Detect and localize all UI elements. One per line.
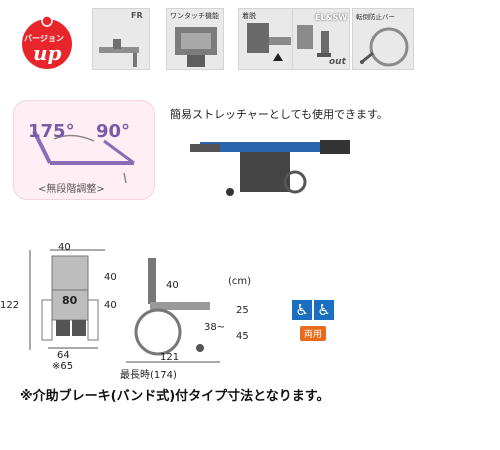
front-seat-mark: 80 (62, 294, 78, 307)
accessible-label: 両用 (300, 326, 327, 341)
front-bottom-alt: ※65 (52, 361, 74, 372)
caregiver-wheelchair-icon: ♿ (314, 300, 334, 320)
side-unit: (cm) (228, 276, 252, 287)
elevating-swing-icon (297, 25, 331, 57)
side-length: 121 (160, 352, 180, 363)
badge-main-text: up (33, 41, 62, 65)
recline-panel: 175° 90° <無段階調整> (13, 100, 155, 200)
tile-label-elsw: EL&SW (315, 13, 348, 22)
front-view-chair (29, 249, 105, 350)
stretcher-photo (180, 122, 370, 207)
tile-label-antitip: 転倒防止バー (356, 13, 395, 21)
version-up-badge: バージョン up (18, 14, 76, 72)
recline-diagram (32, 130, 135, 184)
onetouch-armrest-icon (175, 27, 217, 67)
accessible-icons: ♿ ♿ 両用 (290, 300, 340, 346)
feature-tile-elsw: EL&SW out (292, 8, 350, 70)
recline-angle-175: 175° (28, 121, 75, 142)
side-view-chair (126, 258, 220, 363)
front-dimension-diagram (10, 240, 130, 370)
feature-tile-antitip: 転倒防止バー (352, 8, 414, 70)
badge-top-text: バージョン (24, 34, 64, 43)
detach-icon (247, 23, 291, 61)
tile-sub-out: out (329, 57, 346, 67)
recline-label: <無段階調整> (38, 184, 105, 195)
front-right-lower: 40 (104, 300, 117, 311)
tile-label-onetouch: ワンタッチ機能 (170, 12, 219, 20)
side-armrest-height: 25 (236, 305, 249, 316)
feature-tile-detach: 着脱 (238, 8, 296, 70)
tile-label-detach: 着脱 (242, 12, 256, 20)
recline-angle-90: 90° (96, 121, 131, 142)
front-top-width: 40 (58, 242, 71, 253)
stretcher-caption: 簡易ストレッチャーとしても使用できます。 (170, 108, 388, 121)
feature-tile-onetouch: ワンタッチ機能 (166, 8, 224, 70)
antitip-bar-icon (360, 27, 409, 67)
front-right-upper: 40 (104, 272, 117, 283)
brake-note: ※介助ブレーキ(バンド式)付タイプ寸法となります。 (20, 389, 330, 404)
footrest-icon (99, 39, 139, 67)
side-seat-floor: 45 (236, 331, 249, 342)
wheelchair-icon: ♿ (292, 300, 312, 320)
side-seat-height: 38~ (204, 322, 226, 333)
side-length-max: 最長時(174) (120, 370, 177, 381)
stretcher-wheelchair-image (190, 140, 350, 196)
front-height-total: 122 (0, 300, 20, 311)
side-armrest-length: 40 (166, 280, 179, 291)
tile-label-fr: FR (131, 11, 143, 20)
front-bottom-width: 64 (57, 350, 70, 361)
version-up-badge-graphic (22, 15, 72, 69)
side-dimension-diagram (120, 240, 270, 370)
feature-tile-fr: FR (92, 8, 150, 70)
